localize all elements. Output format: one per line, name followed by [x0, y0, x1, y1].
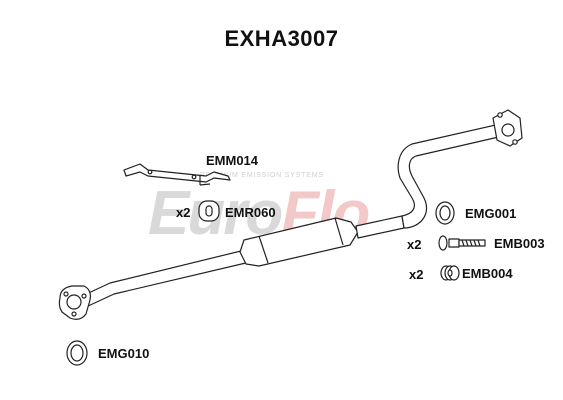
gasket-emg010 — [66, 340, 88, 366]
main-pipe-assembly — [79, 123, 504, 308]
bolt-emb003 — [438, 235, 486, 251]
bracket-emm014 — [123, 163, 231, 186]
label-emm014: EMM014 — [206, 153, 259, 168]
spring-emb004 — [440, 265, 460, 281]
label-emg001: EMG001 — [465, 206, 517, 221]
rubber-mount-emr060 — [198, 200, 220, 222]
qty-emb004: x2 — [409, 267, 424, 282]
label-emb004: EMB004 — [462, 266, 513, 281]
label-emb003: EMB003 — [494, 236, 545, 251]
gasket-emg001 — [435, 201, 455, 225]
qty-emb003: x2 — [407, 237, 422, 252]
qty-emr060: x2 — [176, 205, 191, 220]
label-emr060: EMR060 — [225, 205, 276, 220]
front-flange — [58, 285, 91, 320]
label-emg010: EMG010 — [98, 346, 150, 361]
rear-flange — [492, 109, 523, 147]
page-title: EXHA3007 — [224, 26, 339, 51]
